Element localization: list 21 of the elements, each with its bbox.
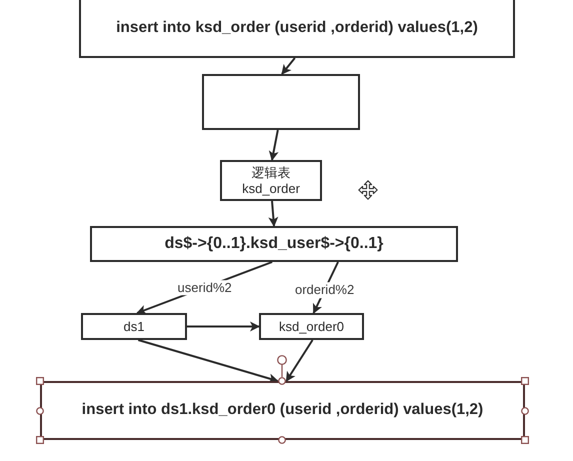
node-text: insert into ds1.ksd_order0 (userid ,orderid) values(1,2) [82,401,484,420]
statement-box [40,381,525,440]
edge-label: orderid%2 [292,282,356,298]
edge-label: userid%2 [176,280,234,296]
table-box [220,160,322,201]
arrow [268,200,278,227]
arrow [268,130,279,161]
node-text: ds$->{0..1}.ksd_user$->{0..1} [164,234,384,254]
arrow [286,339,314,382]
node-heading: 逻辑表 [252,164,290,180]
node-text: ksd_order [242,180,300,196]
arrow [138,339,279,384]
node-text: insert into ksd_order (userid ,orderid) values(1,2) [116,18,478,38]
node-text: ds1 [124,318,144,334]
table-box [259,313,364,340]
process-box [202,74,360,130]
datasource-box [81,313,187,340]
arrow [281,57,296,75]
arrow [187,322,260,332]
node-text: ksd_order0 [278,318,344,334]
statement-box [79,0,515,58]
